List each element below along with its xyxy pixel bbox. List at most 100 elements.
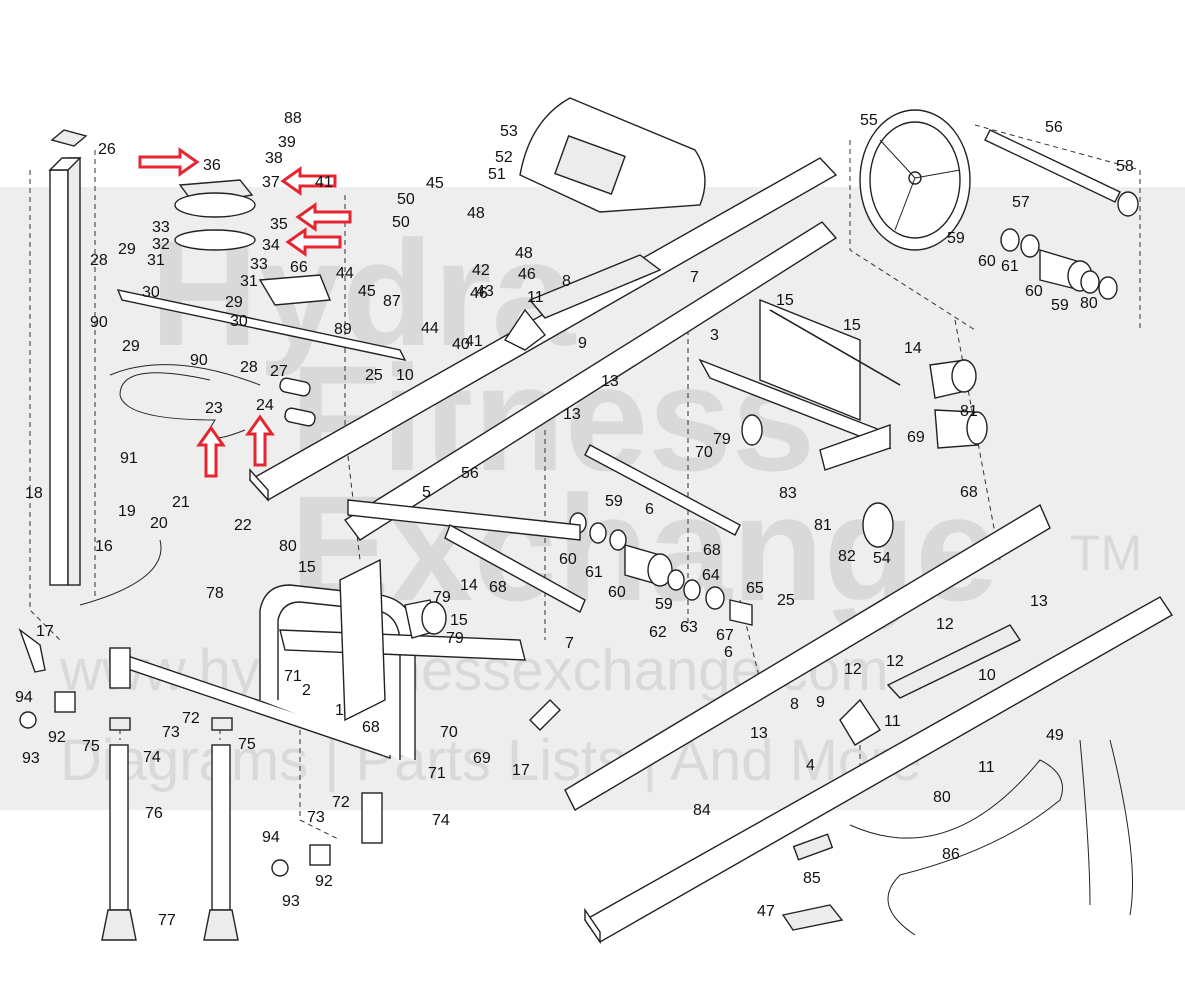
motor-hood	[519, 97, 706, 213]
part-number-label: 79	[446, 630, 464, 647]
part-number-label: 68	[960, 484, 978, 501]
part-number-label: 77	[158, 912, 176, 929]
part-number-label: 53	[500, 123, 518, 140]
part-number-label: 60	[608, 584, 626, 601]
part-number-label: 85	[803, 870, 821, 887]
rear-frame	[698, 298, 901, 548]
part-number-label: 56	[461, 465, 479, 482]
part-number-label: 74	[143, 749, 161, 766]
base-frame	[109, 558, 526, 760]
part-number-label: 71	[428, 765, 446, 782]
part-number-label: 12	[844, 661, 862, 678]
part-number-label: 80	[933, 789, 951, 806]
part-number-label: 30	[142, 284, 160, 301]
part-number-label: 11	[978, 759, 995, 776]
part-number-label: 7	[565, 635, 574, 652]
part-number-label: 22	[234, 517, 252, 534]
part-number-label: 48	[515, 245, 533, 262]
part-number-label: 74	[432, 812, 450, 829]
part-number-label: 10	[396, 367, 414, 384]
part-number-label: 70	[440, 724, 458, 741]
part-number-label: 44	[336, 265, 354, 282]
part-number-label: 14	[904, 340, 922, 357]
part-number-label: 45	[426, 175, 444, 192]
part-number-label: 15	[298, 559, 316, 576]
part-number-label: 49	[1046, 727, 1064, 744]
part-number-label: 68	[362, 719, 380, 736]
part-number-label: 28	[90, 252, 108, 269]
axle	[984, 129, 1139, 217]
part-number-label: 50	[392, 214, 410, 231]
part-number-label: 8	[790, 696, 799, 713]
arrow-left-37	[280, 166, 337, 196]
part-number-label: 80	[279, 538, 297, 555]
part-number-label: 46	[470, 285, 488, 302]
part-number-label: 84	[693, 802, 711, 819]
part-number-label: 34	[262, 237, 280, 254]
crossbars	[347, 444, 741, 613]
part-number-label: 28	[240, 359, 258, 376]
part-number-label: 21	[172, 494, 190, 511]
part-number-label: 70	[695, 444, 713, 461]
legs	[101, 717, 239, 941]
part-number-label: 25	[365, 367, 383, 384]
arrow-up-24	[245, 414, 275, 467]
knobs-and-brackets	[18, 628, 561, 877]
part-number-label: 50	[397, 191, 415, 208]
upright-post	[48, 129, 88, 586]
part-number-label: 93	[282, 893, 300, 910]
part-number-label: 90	[90, 314, 108, 331]
part-number-label: 15	[843, 317, 861, 334]
belt-and-cables	[781, 739, 1133, 936]
part-number-label: 4	[806, 757, 815, 774]
part-number-label: 33	[152, 219, 170, 236]
console-assembly	[79, 179, 407, 606]
part-number-label: 8	[562, 273, 571, 290]
part-number-label: 38	[265, 150, 283, 167]
part-number-label: 68	[489, 579, 507, 596]
part-number-label: 20	[150, 515, 168, 532]
part-number-label: 23	[205, 400, 223, 417]
part-number-label: 13	[563, 406, 581, 423]
part-number-label: 69	[907, 429, 925, 446]
part-number-label: 59	[947, 230, 965, 247]
part-number-label: 51	[488, 166, 506, 183]
part-number-label: 66	[290, 259, 308, 276]
part-number-label: 31	[240, 273, 258, 290]
part-number-label: 26	[98, 141, 116, 158]
part-number-label: 30	[230, 313, 248, 330]
part-number-label: 61	[585, 564, 603, 581]
part-number-label: 12	[886, 653, 904, 670]
part-number-label: 11	[527, 289, 544, 306]
part-number-label: 41	[315, 174, 333, 191]
part-number-label: 94	[262, 829, 280, 846]
part-number-label: 92	[48, 729, 66, 746]
part-number-label: 59	[1051, 297, 1069, 314]
rollers	[404, 228, 1118, 639]
part-number-label: 56	[1045, 119, 1063, 136]
part-number-label: 60	[1025, 283, 1043, 300]
part-number-label: 73	[307, 809, 325, 826]
part-number-label: 39	[278, 134, 296, 151]
part-number-label: 52	[495, 149, 513, 166]
part-number-label: 13	[601, 373, 619, 390]
part-number-label: 59	[655, 596, 673, 613]
watermark-tm: TM	[1070, 525, 1142, 581]
part-number-label: 24	[256, 397, 274, 414]
part-number-label: 81	[960, 403, 978, 420]
part-number-label: 11	[884, 713, 901, 730]
part-number-label: 79	[433, 589, 451, 606]
part-number-label: 91	[120, 450, 138, 467]
part-number-label: 58	[1116, 158, 1134, 175]
part-number-label: 60	[978, 253, 996, 270]
part-number-label: 90	[190, 352, 208, 369]
part-number-label: 61	[1001, 258, 1019, 275]
part-number-label: 48	[467, 205, 485, 222]
highlight-arrows	[138, 147, 352, 478]
part-number-label: 46	[518, 266, 536, 283]
part-number-label: 71	[284, 668, 302, 685]
part-number-label: 13	[1030, 593, 1048, 610]
part-number-label: 12	[936, 616, 954, 633]
part-number-label: 42	[472, 262, 490, 279]
